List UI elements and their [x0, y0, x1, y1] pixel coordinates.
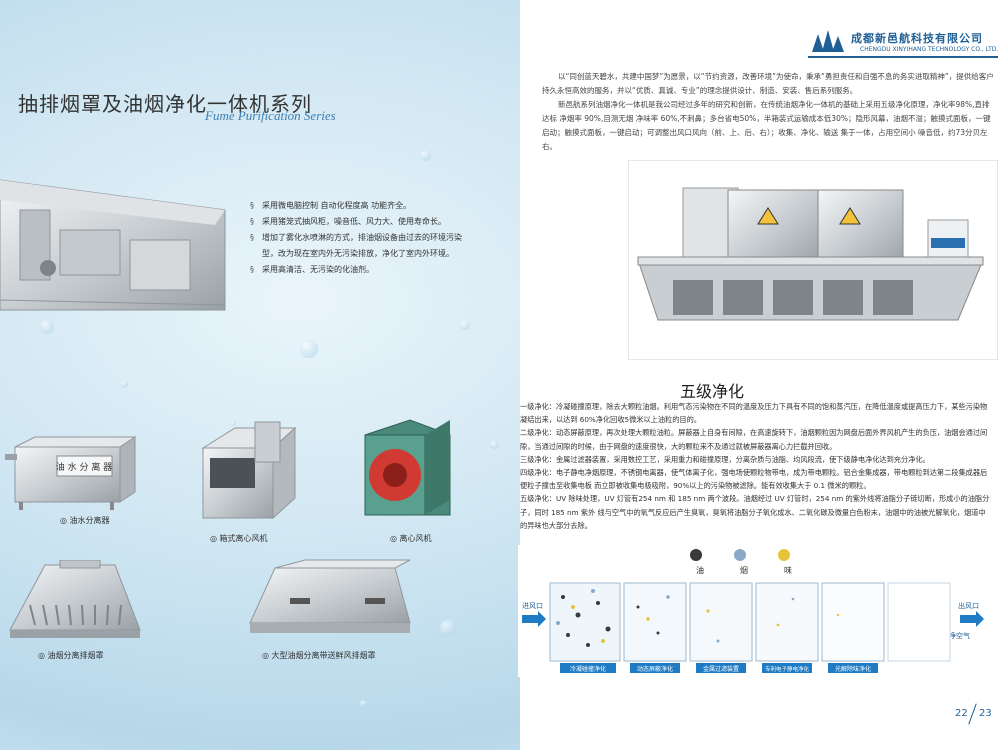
diagram-chambers: [549, 582, 951, 662]
series-subtitle: Fume Purification Series: [205, 108, 336, 123]
odor-particles: [571, 605, 840, 643]
five-stage-title: 五级净化: [680, 382, 745, 401]
odor-legend-icon: [778, 549, 790, 561]
centrifugal-fan-caption: 离心风机: [390, 533, 432, 544]
feature-item: 采用猪笼式抽风柜，噪音低、风力大、使用寿命长。: [250, 214, 512, 230]
step-label: 金属过滤装置: [703, 665, 739, 673]
water-drop: [460, 320, 470, 330]
feature-list: 采用微电脑控制 自动化程度高 功能齐全。 采用猪笼式抽风柜，噪音低、风力大、使用…: [250, 198, 512, 278]
legend-odor: 味: [784, 565, 792, 575]
oil-separator-label: 油 水 分 离 器: [56, 461, 112, 473]
oil-particles: [561, 595, 660, 647]
inlet-label: 进风口: [522, 602, 543, 610]
oil-separator-caption: 油水分离器: [60, 515, 110, 526]
hood-image: [9, 560, 141, 638]
hood-hero-image: [0, 179, 226, 311]
water-drop: [360, 700, 367, 707]
company-name-cn: 成都新邑航科技有限公司: [851, 32, 983, 45]
intro-paragraph: 以“同创蓝天碧水，共建中国梦”为愿景，以“节约资源，改善环境”为使命，秉承“勇担…: [542, 72, 994, 95]
diagram-step-labels: 冷凝碰撞净化 动态屏蔽净化 金属过滤装置 专利电子静电净化 光解除味净化: [560, 663, 878, 673]
stage-description: 一级净化：冷凝碰撞原理，除去大颗粒油烟。利用气态污染物在不同的温度及压力下具有不…: [520, 402, 988, 425]
stage-description: 四级净化：电子静电净烟原理，不锈钢电离器，使气体离子化，强电场使颗粒物带电，成为…: [520, 468, 988, 491]
intro-paragraph: 新邑航系列油烟净化一体机是我公司经过多年的研究和创新，在传统油烟净化一体机的基础…: [542, 100, 991, 151]
purification-diagram: 油 烟 味 进风口 出风口 清净空气: [518, 545, 992, 677]
hood-caption: 油烟分离排烟罩: [38, 650, 104, 661]
feature-item-continued: 型，改为现在室内外无污染排放，净化了室内外环境。: [262, 249, 454, 258]
oil-legend-icon: [690, 549, 702, 561]
smoke-particles: [556, 589, 795, 643]
clean-air-label: 清净空气: [942, 631, 970, 640]
large-hood-image: [249, 559, 411, 633]
company-name-en: CHENGDU XINYIHANG TECHNOLOGY CO., LTD.: [860, 46, 999, 53]
step-label: 动态屏蔽净化: [637, 665, 673, 673]
water-drop: [490, 440, 499, 449]
step-label: 专利电子静电净化: [765, 665, 810, 673]
stage-description: 二级净化：动态屏蔽原理，再次处理大颗粒油粒。屏蔽器上自身有间隙，在高速旋转下，油…: [520, 428, 988, 451]
purifier-machine-image: [628, 160, 998, 360]
water-drop: [420, 150, 431, 161]
legend-oil: 油: [696, 565, 704, 575]
inlet-arrow-icon: [522, 611, 546, 627]
oil-separator-image: 油 水 分 离 器: [5, 436, 137, 510]
header-rule: [808, 56, 998, 58]
feature-item: 采用高清洁、无污染的化油剂。: [250, 262, 512, 278]
company-intro: 以“同创蓝天碧水，共建中国梦”为愿景，以“节约资源，改善环境”为使命，秉承“勇担…: [542, 70, 994, 154]
step-label: 冷凝碰撞净化: [570, 665, 606, 673]
centrifugal-fan-image: [364, 419, 451, 516]
series-title: 抽排烟罩及油烟净化一体机系列: [18, 92, 312, 116]
outlet-arrow-icon: [960, 611, 984, 627]
purification-flow: 油 烟 味 进风口 出风口 清净空气: [522, 549, 984, 673]
water-drop: [300, 340, 318, 358]
water-drop: [40, 320, 54, 334]
page-number-right: 23: [979, 708, 992, 719]
outlet-label: 出风口: [958, 601, 979, 610]
stage-description: 五级净化：UV 除味处理，UV 灯管有254 nm 和 185 nm 两个波段。…: [520, 494, 990, 530]
water-drop: [230, 420, 236, 426]
feature-item: 增加了雾化水喷淋的方式，排油烟设备由过去的环境污染: [250, 230, 512, 246]
feature-item: 采用微电脑控制 自动化程度高 功能齐全。: [250, 198, 512, 214]
water-drop: [120, 380, 128, 388]
company-logo: [812, 30, 844, 52]
water-drop: [440, 620, 456, 636]
legend-smoke: 烟: [740, 566, 748, 575]
smoke-legend-icon: [734, 549, 746, 561]
box-fan-caption: 箱式离心风机: [210, 533, 268, 544]
large-hood-caption: 大型油烟分离带送鲜风排烟罩: [262, 650, 376, 661]
page-number-left: 22: [955, 708, 968, 719]
five-stage-list: 一级净化：冷凝碰撞原理，除去大颗粒油烟。利用气态污染物在不同的温度及压力下具有不…: [520, 400, 992, 532]
box-fan-image: [201, 421, 297, 520]
step-label: 光解除味净化: [835, 665, 871, 673]
stage-description: 三级净化：金属过滤器装置，采用数控工艺，采用重力和碰撞原理，分离杂质与油脂、均风…: [520, 454, 930, 464]
